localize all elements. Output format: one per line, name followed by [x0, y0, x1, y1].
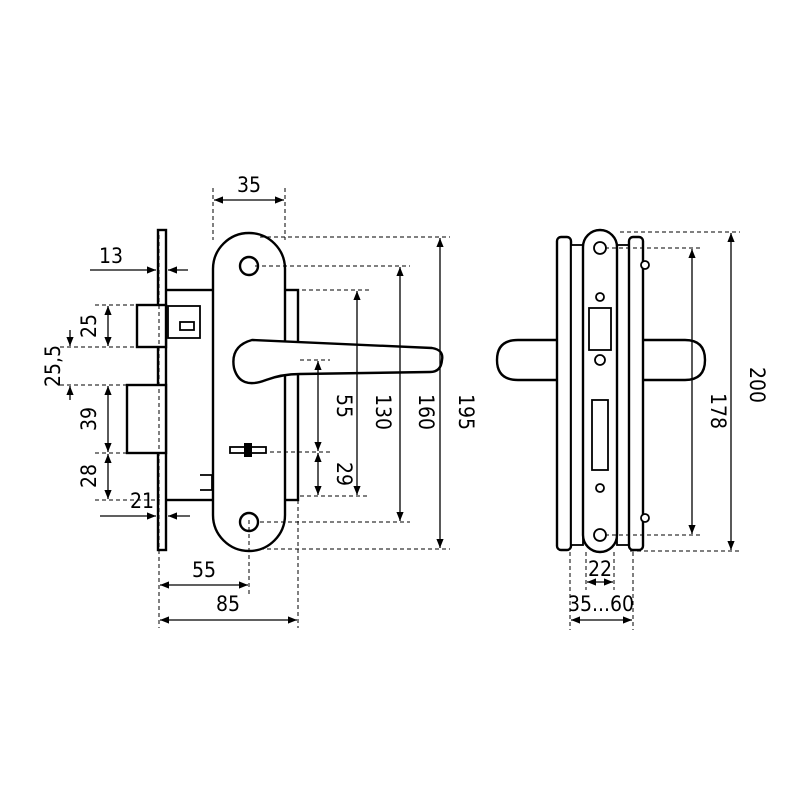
keyhole-center — [244, 443, 252, 457]
side-plate-right — [627, 235, 645, 552]
dim-screw-spacing: 160 — [414, 394, 438, 430]
dim-deadbolt-height: 39 — [77, 407, 101, 431]
extension-lines — [60, 188, 740, 630]
dimension-labels: 35 13 25 25,5 39 28 21 55 85 55 29 130 1… — [41, 173, 769, 616]
side-screw-top — [593, 241, 607, 255]
dim-latch-offset: 25,5 — [41, 345, 65, 387]
side-screw-lower — [595, 483, 605, 493]
dim-spindle-distance: 22 — [588, 557, 612, 581]
side-nub-bottom — [640, 513, 650, 523]
dim-side-screw-spacing: 178 — [706, 393, 730, 429]
side-nub-top — [640, 260, 650, 270]
side-faceplate — [581, 228, 619, 554]
dim-backset: 55 — [192, 558, 216, 582]
side-spindle-hole — [594, 354, 606, 366]
side-rail-right — [616, 244, 630, 546]
dim-bottom-offset: 28 — [77, 464, 101, 488]
dim-faceplate-thickness: 13 — [99, 244, 123, 268]
front-view — [125, 228, 444, 553]
dim-body-height: 130 — [371, 394, 395, 430]
dim-latch-height: 25 — [77, 314, 101, 338]
side-screw-bottom — [593, 528, 607, 542]
dim-side-plate-height: 200 — [745, 367, 769, 403]
dim-faceplate-to-body: 21 — [130, 489, 154, 513]
side-screw-upper — [595, 292, 605, 302]
side-rail-left — [570, 244, 584, 546]
dim-handle-to-keyhole: 55 — [332, 394, 356, 418]
lever-handle — [232, 338, 444, 385]
dimension-lines — [66, 196, 735, 624]
dim-keyhole-to-bottom: 29 — [332, 462, 356, 486]
dim-escutcheon-width: 35 — [237, 173, 261, 197]
side-bolt-slot — [591, 399, 609, 471]
dim-door-thickness: 35...60 — [568, 592, 634, 616]
dim-body-depth: 85 — [216, 592, 240, 616]
latch-bolt — [135, 303, 168, 349]
side-handle-left — [495, 338, 557, 382]
side-latch-slot — [588, 307, 612, 351]
side-plate-left — [555, 235, 573, 552]
side-view — [495, 228, 707, 554]
body-notch — [200, 474, 213, 491]
escutcheon-plate — [211, 231, 287, 553]
dead-bolt — [125, 383, 168, 455]
dim-plate-height: 195 — [454, 394, 478, 430]
latch-bolt-slot — [179, 321, 195, 331]
